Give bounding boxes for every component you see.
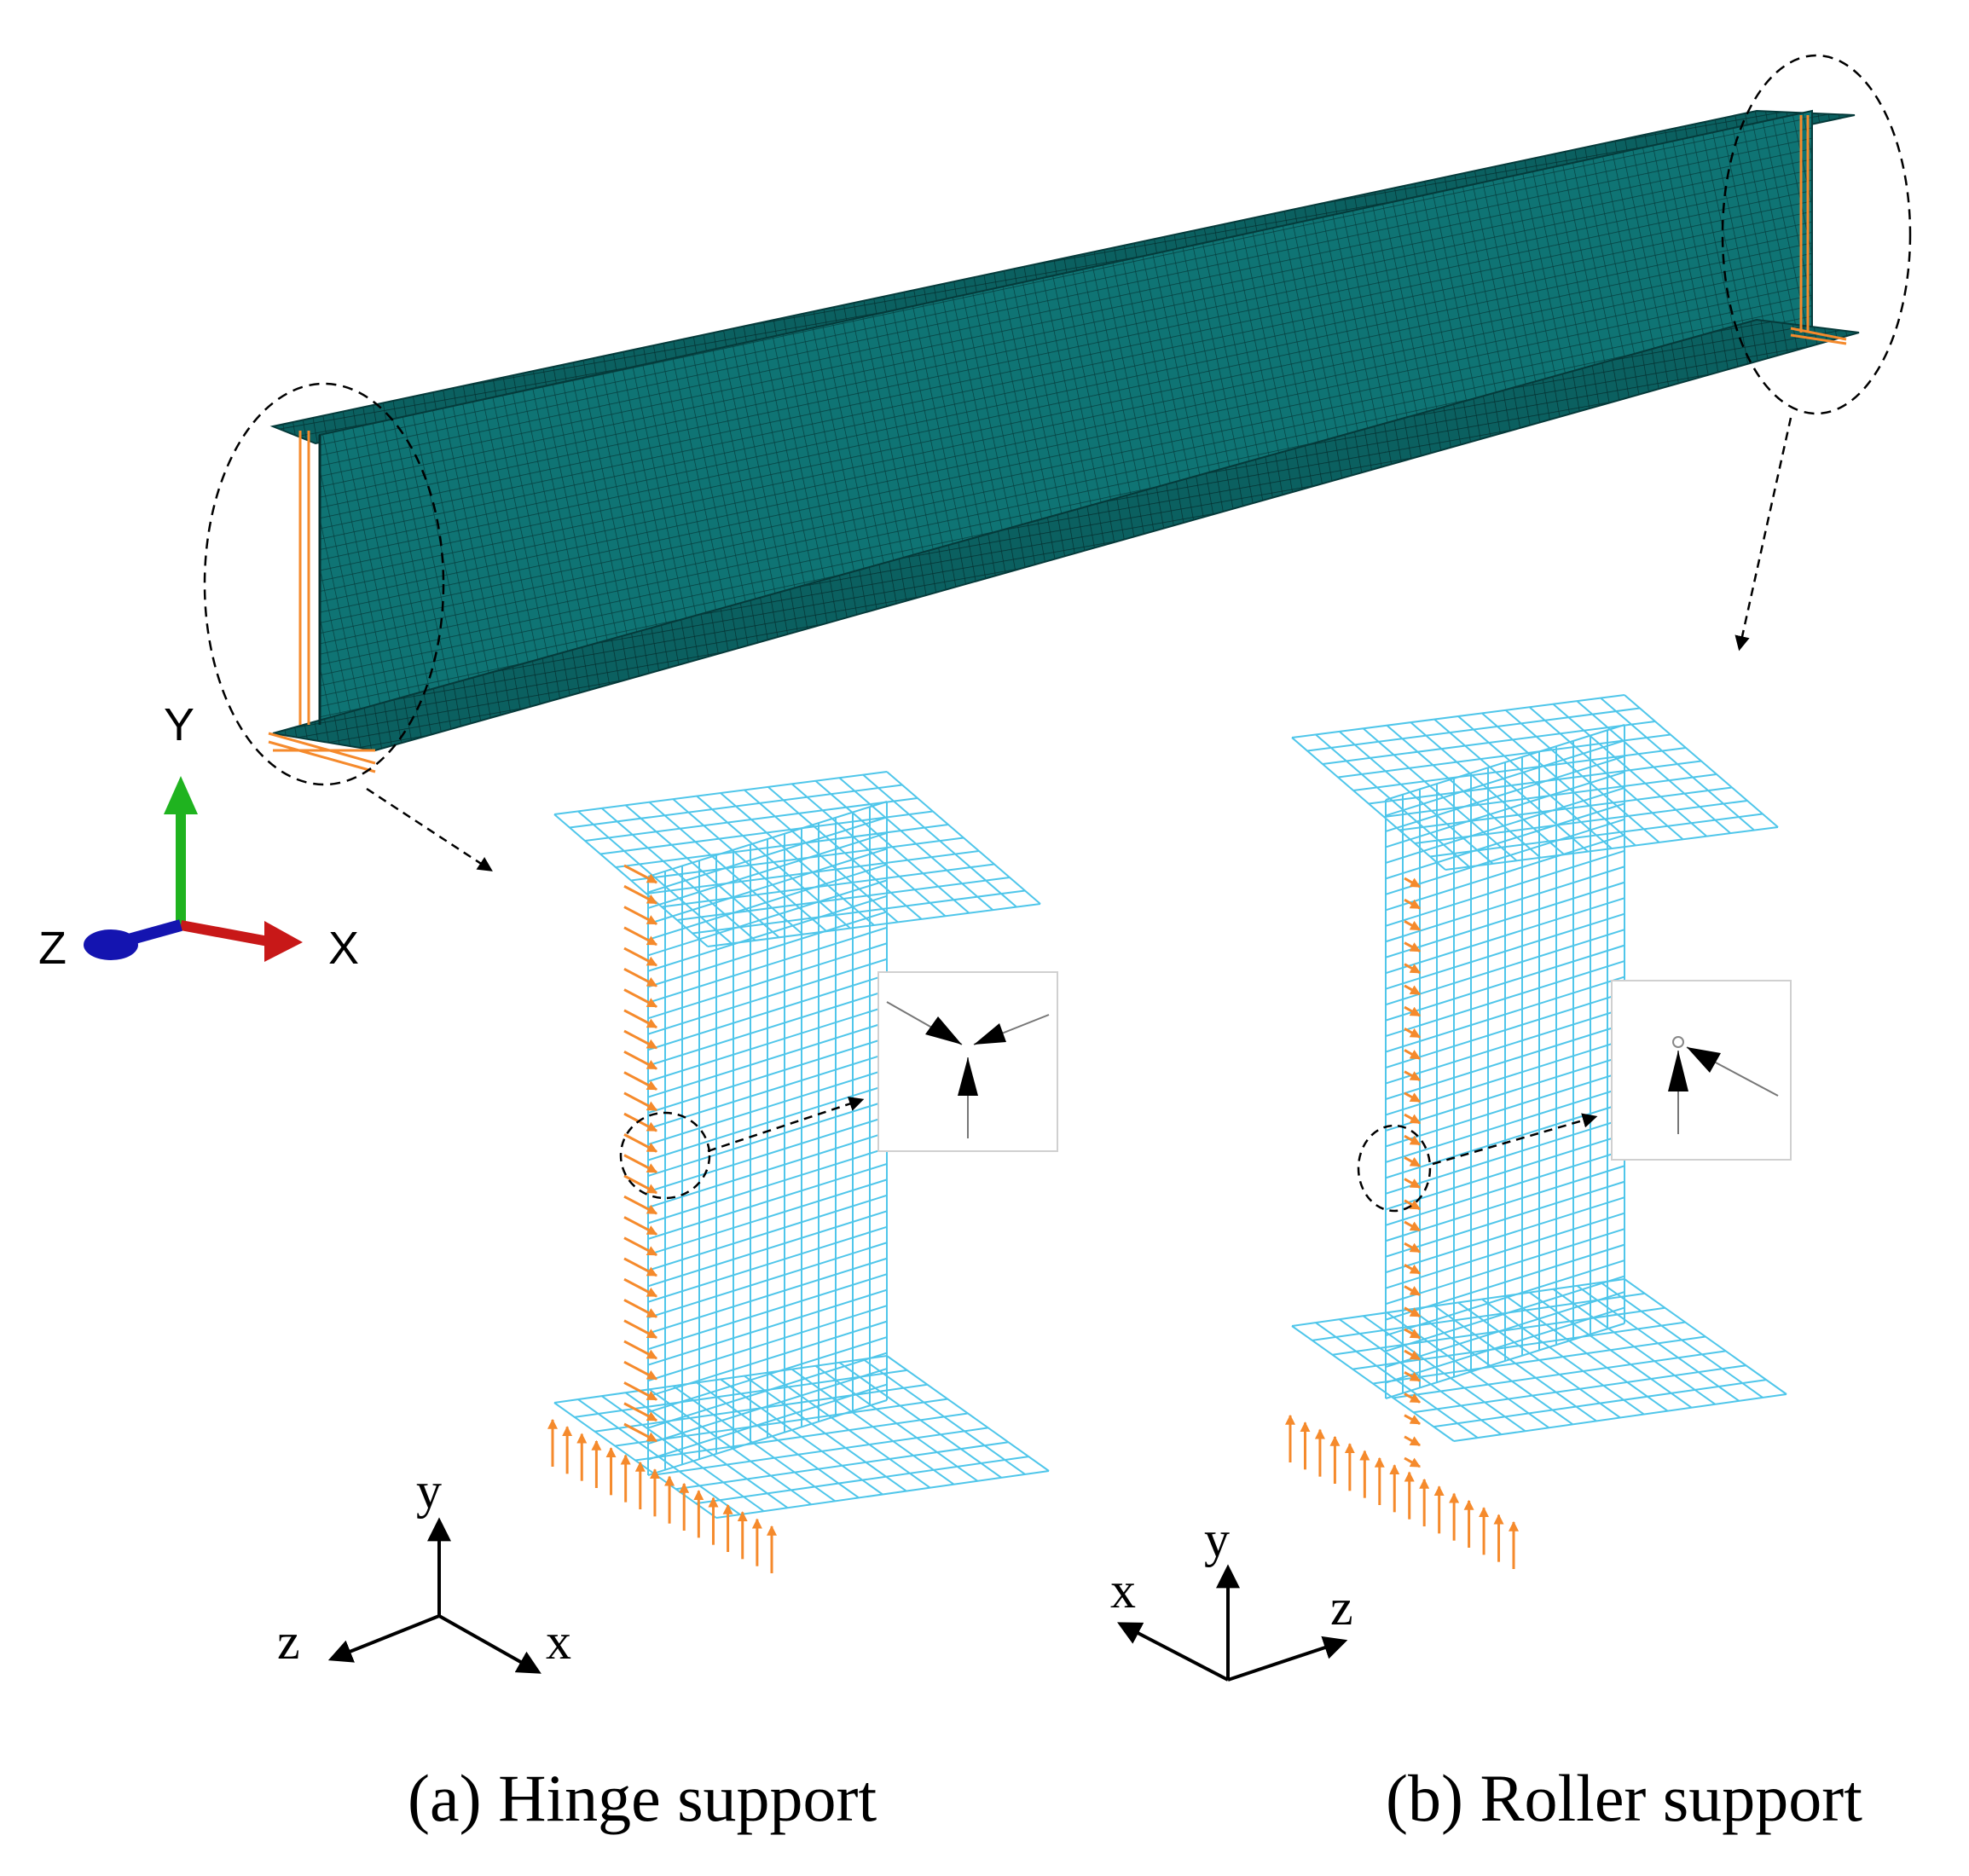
detail-b-callout-ellipse [1357,1124,1432,1213]
detail-b-roller-view: y x z (b) Roller support [1110,694,1862,1835]
detail-a-callout-arrow [707,1097,865,1153]
detail-b-constraint-inset [1611,980,1792,1161]
detail-a-axis-z-label: z [277,1613,300,1670]
detail-b-caption: (b) Roller support [1386,1761,1862,1835]
detail-a-axis-y-label: y [416,1462,442,1519]
leader-arrow-to-detail-b [1734,417,1792,651]
detail-a-local-axes: y z x [277,1462,571,1674]
detail-b-support-arrows [1285,877,1519,1569]
detail-a-support-arrows [547,864,777,1573]
detail-a-hinge-view: y z x (a) Hinge support [277,771,1058,1835]
global-axis-z-label: Z [38,923,67,974]
beam-bottom-flange [272,318,1860,752]
detail-b-local-axes: y x z [1110,1511,1353,1682]
global-axis-x-label: X [328,923,359,974]
right-support-markers [1790,115,1847,345]
right-end-callout-ellipse [1721,54,1912,415]
detail-a-axis-x-label: x [546,1613,571,1670]
left-end-callout-ellipse [203,382,445,786]
left-support-markers [268,431,376,773]
detail-b-axis-y-label: y [1204,1511,1230,1567]
detail-a-callout-ellipse [619,1111,711,1200]
leader-arrow-to-detail-a [366,787,493,871]
detail-a-constraint-inset [877,971,1058,1152]
global-axis-y-label: Y [164,699,194,750]
detail-b-axis-x-label: x [1110,1562,1136,1618]
i-beam-model [203,54,1912,871]
detail-a-caption: (a) Hinge support [408,1761,877,1835]
global-axes-triad: Y X Z [38,699,359,974]
detail-b-axis-z-label: z [1330,1579,1353,1636]
beam-web [319,109,1813,727]
